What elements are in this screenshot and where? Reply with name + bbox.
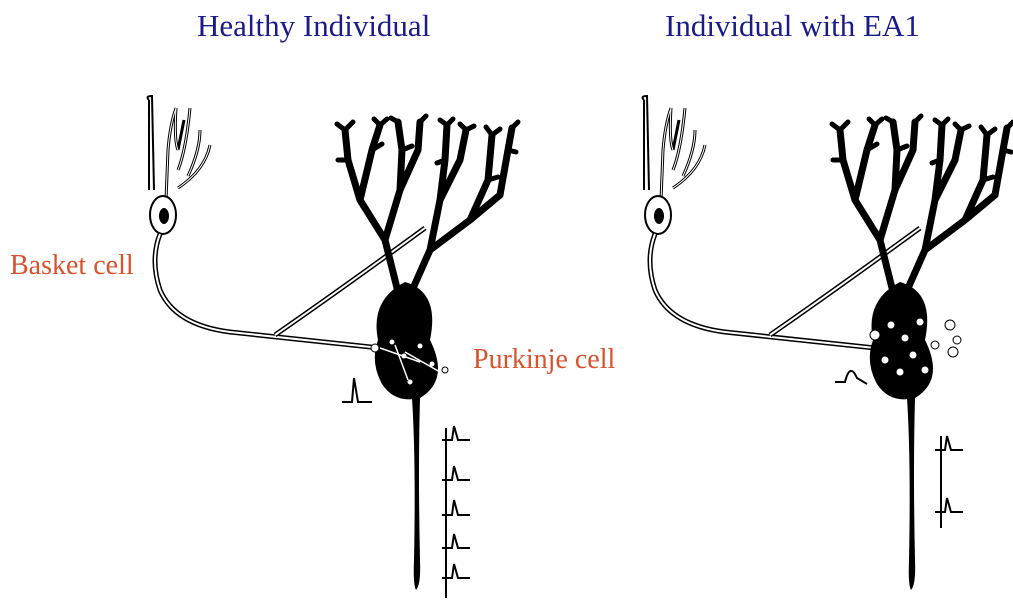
purkinje-cell-drawing-ea1 bbox=[832, 116, 1013, 590]
ea1-individual-title: Individual with EA1 bbox=[665, 8, 920, 44]
purkinje-cell-label: Purkinje cell bbox=[473, 344, 615, 376]
healthy-panel bbox=[148, 96, 518, 598]
spike-traces-healthy bbox=[342, 378, 470, 598]
ea1-panel bbox=[643, 96, 1013, 590]
basket-cell-label: Basket cell bbox=[10, 250, 134, 282]
healthy-individual-title: Healthy Individual bbox=[197, 8, 430, 44]
